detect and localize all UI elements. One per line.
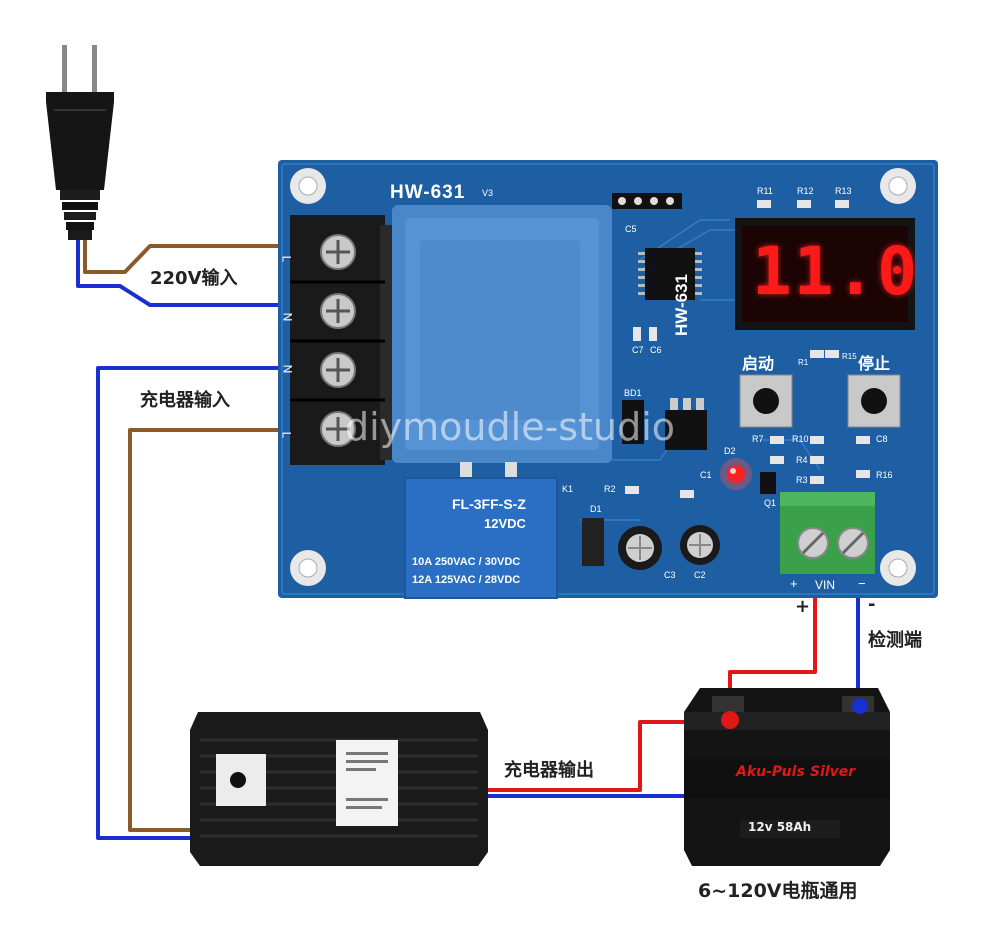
silk-c5: C5 — [625, 224, 637, 234]
pcb-board — [278, 160, 938, 599]
ic-chip — [638, 248, 702, 300]
power-plug-icon — [46, 45, 114, 240]
start-button-label: 启动 — [742, 356, 775, 373]
silk-r10: R10 — [792, 434, 809, 444]
start-button[interactable] — [739, 374, 793, 428]
battery-spec: 12v 58Ah — [748, 820, 812, 834]
vin-terminal-block — [780, 492, 875, 574]
charger-input-wire-blue — [96, 366, 290, 840]
transistor-q1 — [760, 472, 776, 494]
relay-voltage-label: 12VDC — [484, 516, 526, 531]
terminal-label-1: L — [279, 255, 294, 263]
silk-c8: C8 — [876, 434, 888, 444]
battery-range-label: 6~120V电瓶通用 — [698, 880, 858, 902]
status-led-icon — [720, 458, 752, 490]
silk-r13: R13 — [835, 186, 852, 196]
silk-r7: R7 — [752, 434, 764, 444]
silk-c6: C6 — [650, 345, 662, 355]
vin-plus-label: + — [790, 576, 798, 591]
board-version-label: V3 — [482, 188, 494, 198]
silk-r12: R12 — [797, 186, 814, 196]
board-model-vertical-label: HW-631 — [672, 273, 691, 336]
silk-r1: R1 — [798, 358, 809, 367]
battery-brand-2: Silver — [810, 764, 856, 780]
ac-terminal-block — [290, 215, 392, 465]
relay-model-label: FL-3FF-S-Z — [452, 496, 526, 512]
mounting-hole-icon — [290, 168, 916, 586]
vin-label: VIN — [815, 578, 836, 592]
detect-plus-label: + — [795, 596, 811, 617]
transformer — [392, 205, 612, 484]
display-readout: 11.0 — [752, 233, 919, 310]
diode-d1 — [582, 518, 604, 566]
terminal-label-4: L — [279, 431, 294, 439]
terminal-label-2: N — [280, 312, 295, 322]
silk-r16: R16 — [876, 470, 893, 480]
detect-terminal-label: 检测端 — [868, 630, 922, 651]
terminal-label-3: N — [280, 364, 295, 374]
charger-adapter — [190, 712, 488, 866]
silk-r2: R2 — [604, 484, 616, 494]
voltage-regulator — [622, 398, 707, 450]
silk-r3: R3 — [796, 475, 808, 485]
silk-d1: D1 — [590, 504, 602, 514]
silk-c3: C3 — [664, 570, 676, 580]
car-battery — [684, 688, 890, 866]
seven-segment-display — [735, 218, 915, 330]
silk-r11: R11 — [757, 186, 773, 196]
charger-input-label: 充电器输入 — [140, 390, 230, 411]
relay — [404, 477, 558, 599]
relay-rating-1: 10A 250VAC / 30VDC — [412, 556, 521, 568]
vin-minus-label: − — [858, 576, 866, 591]
silk-r4: R4 — [796, 455, 808, 465]
capacitors — [618, 525, 720, 570]
charger-output-label: 充电器输出 — [504, 760, 594, 781]
silk-c1: C1 — [700, 470, 712, 480]
plug-wire-blue — [76, 238, 290, 307]
board-model-label: HW-631 — [390, 182, 466, 203]
silk-c2: C2 — [694, 570, 706, 580]
stop-button[interactable] — [847, 374, 901, 428]
smd-components — [625, 200, 870, 498]
relay-rating-2: 12A 125VAC / 28VDC — [412, 574, 521, 586]
battery-brand-1: Aku-Puls — [736, 764, 805, 780]
stop-button-label: 停止 — [858, 356, 891, 373]
silk-c7: C7 — [632, 345, 644, 355]
silk-bd1: BD1 — [624, 388, 642, 398]
silk-r15: R15 — [842, 352, 857, 361]
detect-minus-label: - — [868, 594, 876, 615]
plug-wire-brown — [83, 238, 290, 274]
ac-input-label: 220V输入 — [150, 268, 238, 289]
watermark: diymoudle-studio — [345, 405, 675, 449]
header-pins — [612, 193, 682, 209]
charger-input-wire-brown — [128, 428, 290, 832]
silk-q1: Q1 — [764, 498, 777, 508]
silk-d2: D2 — [724, 446, 736, 456]
silk-k1: K1 — [562, 484, 574, 494]
